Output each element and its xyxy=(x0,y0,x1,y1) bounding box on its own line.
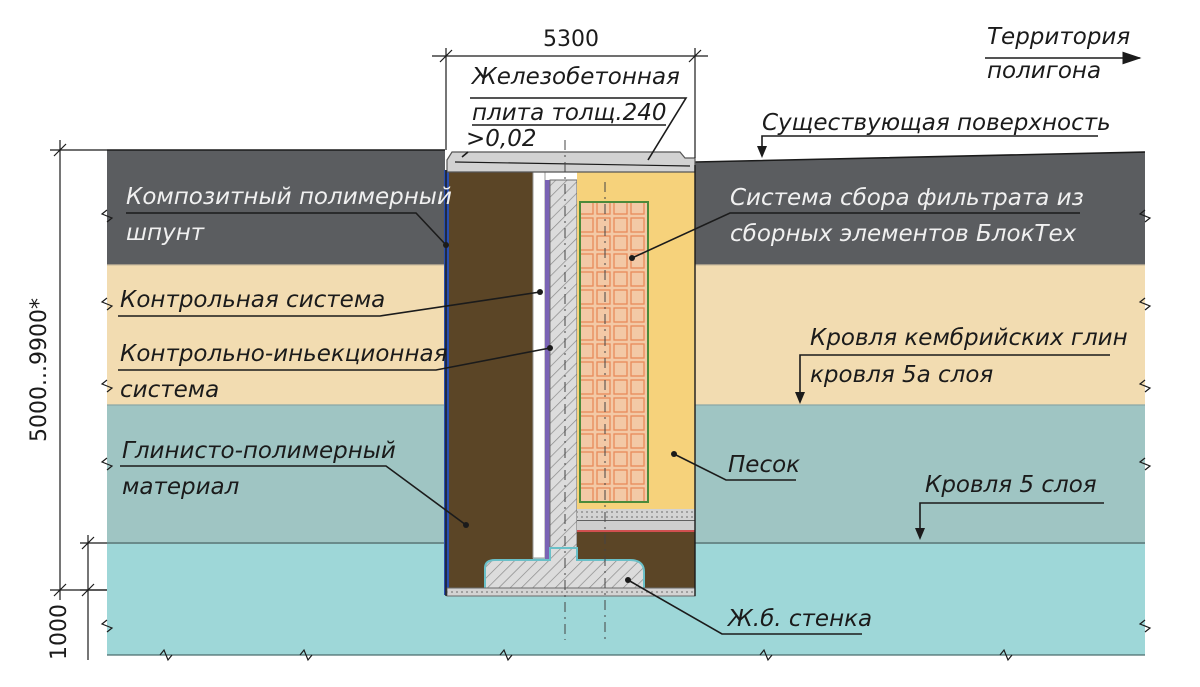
layer5-label: Кровля 5 слоя xyxy=(925,472,1097,498)
top-soil-layer-right xyxy=(695,152,1145,265)
existing-surface-line xyxy=(107,149,1146,163)
sand-label: Песок xyxy=(728,452,800,478)
bottom-dimension: 1000 xyxy=(47,535,107,660)
cambrian-line1: Кровля кембрийских глин xyxy=(810,325,1128,351)
existing-surface-note: Существующая поверхность xyxy=(757,110,1111,158)
injection-pipe xyxy=(545,180,550,560)
injection-line1: Контрольно-иньекционная xyxy=(120,341,448,367)
sheet-pile-line1: Композитный полимерный xyxy=(126,184,452,210)
filtrate-note: Система сбора фильтрата из сборных элеме… xyxy=(629,185,1084,261)
bottom-label: 1000 xyxy=(47,604,72,660)
width-label: 5300 xyxy=(543,27,599,52)
injection-note: Контрольно-иньекционная система xyxy=(118,341,553,403)
cambrian-line2: кровля 5а слоя xyxy=(810,362,993,388)
trench xyxy=(444,140,696,640)
cambrian-note: Кровля кембрийских глин кровля 5а слоя xyxy=(795,325,1128,404)
slab-note: Железобетонная плита толщ.240 >0,02 xyxy=(461,64,688,161)
territory-note: Территория полигона xyxy=(985,24,1142,84)
clay-polymer-fill xyxy=(447,170,533,595)
filtrate-line1: Система сбора фильтрата из xyxy=(730,185,1084,211)
clay-polymer-line2: материал xyxy=(122,474,240,500)
injection-line2: система xyxy=(120,377,219,403)
break-marks xyxy=(100,209,1152,662)
slab-line1: Железобетонная xyxy=(470,64,680,90)
sand-note: Песок xyxy=(671,451,800,481)
slab-line2: плита толщ.240 xyxy=(472,100,667,126)
rc-wall-note: Ж.б. стенка xyxy=(625,577,872,635)
territory-line1: Территория xyxy=(987,24,1130,50)
layer5-note: Кровля 5 слоя xyxy=(915,472,1104,540)
depth-dimension: 5000...9900* xyxy=(27,140,107,600)
control-system-note: Контрольная система xyxy=(118,287,543,317)
filtrate-blocks xyxy=(579,201,649,503)
territory-line2: полигона xyxy=(987,58,1101,84)
sheet-pile-line2: шпунт xyxy=(126,220,205,246)
base-blinding xyxy=(446,587,696,597)
width-dimension: 5300 xyxy=(432,27,708,158)
existing-surface-label: Существующая поверхность xyxy=(762,110,1111,136)
drain-layer xyxy=(577,521,695,531)
sheet-pile-note: Композитный полимерный шпунт xyxy=(126,184,452,248)
rc-wall-label: Ж.б. стенка xyxy=(726,606,872,632)
rc-slab xyxy=(446,151,696,173)
control-system-label: Контрольная система xyxy=(120,287,385,313)
filtrate-line2: сборных элементов БлокТех xyxy=(730,221,1077,247)
gravel-layer xyxy=(577,509,695,521)
rc-wall-stem xyxy=(549,179,578,561)
clay-polymer-line1: Глинисто-полимерный xyxy=(122,438,396,464)
clay-polymer-note: Глинисто-полимерный материал xyxy=(120,438,469,528)
depth-label: 5000...9900* xyxy=(27,298,52,442)
slope-label: >0,02 xyxy=(466,126,536,152)
top-soil-layer xyxy=(107,150,445,265)
control-system-pipe xyxy=(532,159,546,559)
rc-wall-footing xyxy=(484,547,645,591)
